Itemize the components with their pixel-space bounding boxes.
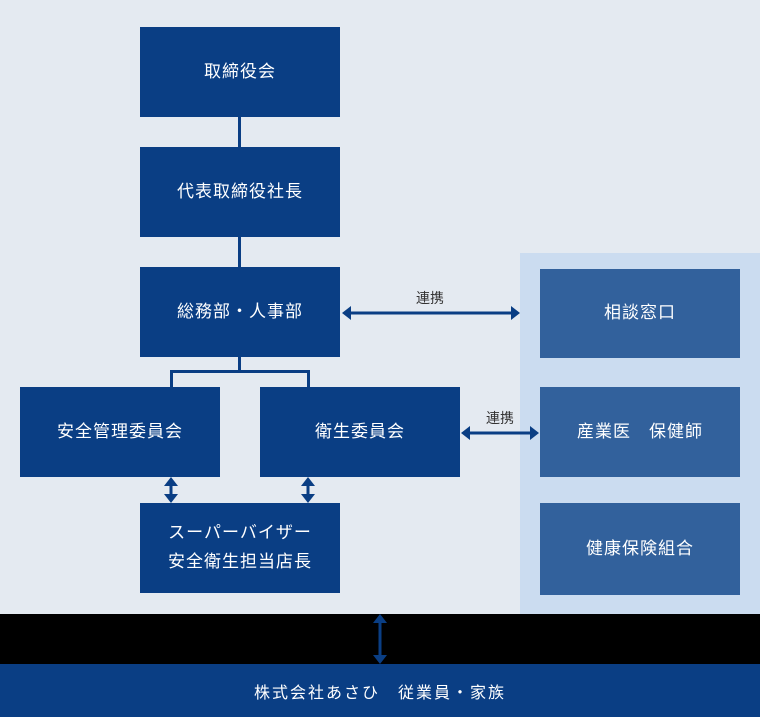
- node-label: 安全管理委員会: [57, 421, 183, 441]
- connector-tree-vertical: [238, 357, 241, 372]
- node-consultation-desk: 相談窓口: [540, 269, 740, 358]
- node-label: 代表取締役社長: [177, 181, 303, 201]
- connector-president-general-affairs: [238, 237, 241, 267]
- connector-board-president: [238, 117, 241, 147]
- arrow-shaft: [378, 621, 382, 657]
- node-label: 総務部・人事部: [177, 301, 303, 321]
- arrow-shaft: [169, 484, 173, 496]
- arrow-shaft: [468, 431, 532, 435]
- arrowhead-right-icon: [511, 306, 520, 320]
- node-label: 衛生委員会: [315, 421, 405, 441]
- connector-tree-horizontal: [170, 370, 310, 373]
- node-hygiene-committee: 衛生委員会: [260, 387, 460, 477]
- arrow-shaft: [349, 311, 513, 315]
- node-label-line1: スーパーバイザー: [168, 523, 312, 543]
- node-industrial-physician: 産業医 保健師: [540, 387, 740, 477]
- arrowhead-down-icon: [373, 655, 387, 664]
- node-general-affairs-hr: 総務部・人事部: [140, 267, 340, 357]
- connector-tree-stub-right: [307, 370, 310, 387]
- node-safety-management-committee: 安全管理委員会: [20, 387, 220, 477]
- cooperation-double-arrow-middle: [461, 426, 539, 440]
- node-health-insurance-union: 健康保険組合: [540, 503, 740, 595]
- double-arrow-hygiene-supervisor: [301, 477, 315, 503]
- double-arrow-chart-employees: [373, 614, 387, 664]
- arrow-shaft: [306, 484, 310, 496]
- node-label: 相談窓口: [604, 303, 676, 323]
- arrowhead-up-icon: [301, 477, 315, 486]
- node-label: 健康保険組合: [586, 538, 694, 558]
- employees-family-label: 株式会社あさひ 従業員・家族: [253, 684, 506, 702]
- cooperation-label-middle: 連携: [486, 410, 514, 426]
- arrowhead-right-icon: [530, 426, 539, 440]
- double-arrow-safety-supervisor: [164, 477, 178, 503]
- cooperation-label-top: 連携: [416, 290, 444, 306]
- employees-family-bar: 株式会社あさひ 従業員・家族: [0, 664, 760, 717]
- node-supervisor: スーパーバイザー 安全衛生担当店長: [140, 503, 340, 593]
- connector-tree-stub-left: [170, 370, 173, 387]
- arrowhead-left-icon: [461, 426, 470, 440]
- cooperation-double-arrow-top: [342, 306, 520, 320]
- node-board-of-directors: 取締役会: [140, 27, 340, 117]
- arrowhead-up-icon: [373, 614, 387, 623]
- node-label-line2: 安全衛生担当店長: [168, 552, 312, 571]
- node-label: 取締役会: [204, 61, 276, 81]
- arrowhead-down-icon: [301, 494, 315, 503]
- node-president: 代表取締役社長: [140, 147, 340, 237]
- node-label: 産業医 保健師: [577, 421, 703, 441]
- arrowhead-down-icon: [164, 494, 178, 503]
- arrowhead-left-icon: [342, 306, 351, 320]
- arrowhead-up-icon: [164, 477, 178, 486]
